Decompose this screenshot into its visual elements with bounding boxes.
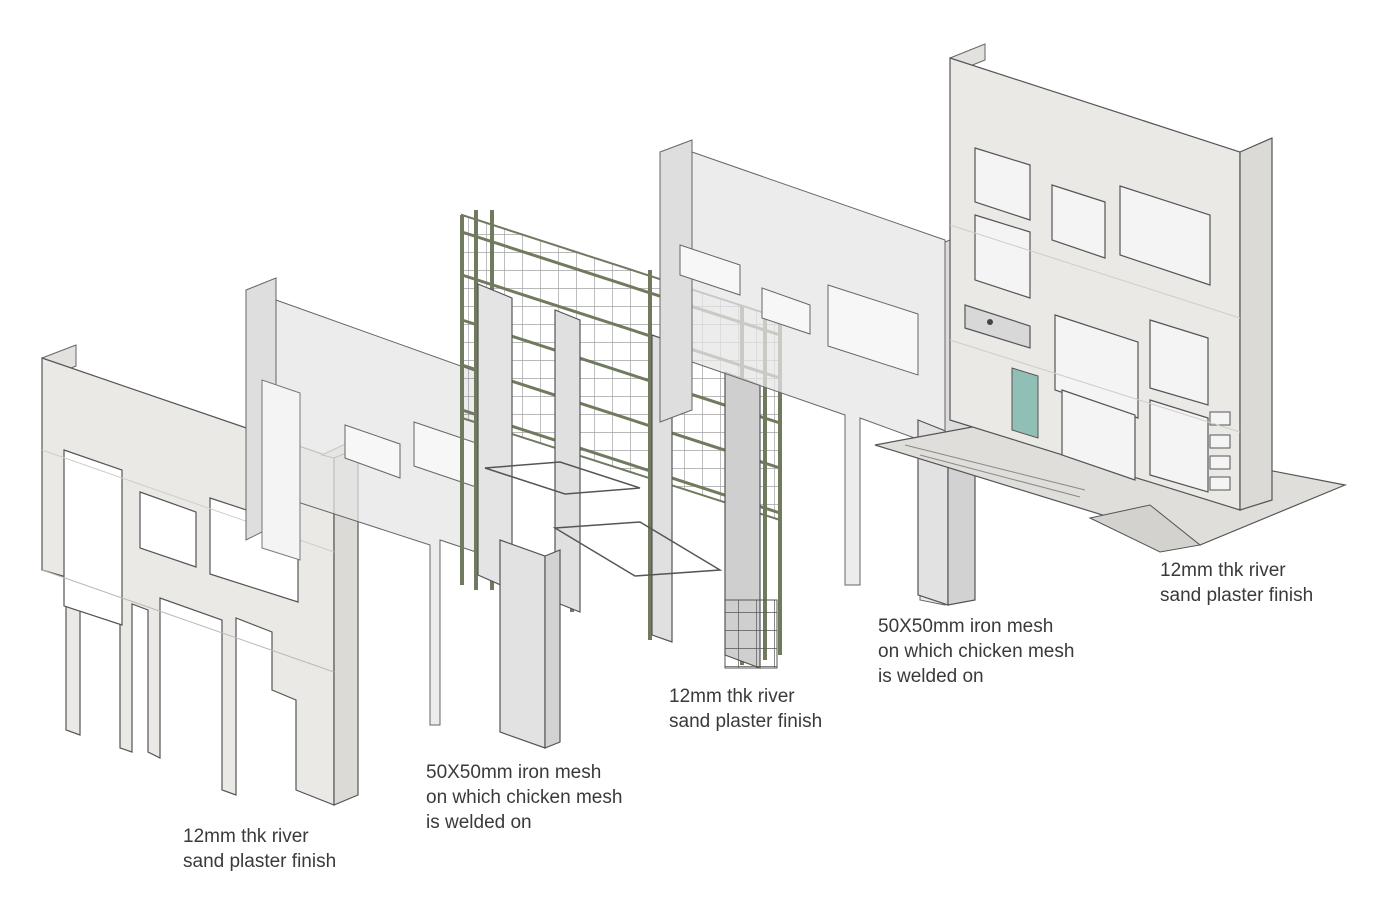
label-layer-4-line-1: 50X50mm iron mesh: [878, 616, 1054, 637]
label-layer-4-line-3: is welded on: [878, 666, 984, 687]
label-layer-5-line-1: 12mm thk river: [1160, 560, 1286, 581]
label-layer-1: 12mm thk river sand plaster finish: [183, 824, 336, 874]
finished-facade-layer-5: [874, 43, 1348, 553]
label-layer-2-line-1: 50X50mm iron mesh: [426, 762, 602, 783]
label-layer-5: 12mm thk river sand plaster finish: [1160, 558, 1313, 608]
label-layer-5-line-2: sand plaster finish: [1160, 585, 1314, 606]
iron-mesh-layer-3: [460, 210, 782, 749]
translucent-wall-layer-2: [245, 277, 501, 726]
label-layer-2-line-2: on which chicken mesh: [426, 787, 623, 808]
label-layer-3-line-2: sand plaster finish: [669, 711, 823, 732]
label-layer-2: 50X50mm iron mesh on which chicken mesh …: [426, 760, 622, 835]
label-layer-1-line-1: 12mm thk river: [183, 826, 309, 847]
label-layer-2-line-3: is welded on: [426, 812, 532, 833]
label-layer-1-line-2: sand plaster finish: [183, 851, 337, 872]
label-layer-4-line-2: on which chicken mesh: [878, 641, 1075, 662]
label-layer-3: 12mm thk river sand plaster finish: [669, 684, 822, 734]
label-layer-4: 50X50mm iron mesh on which chicken mesh …: [878, 614, 1074, 689]
label-layer-3-line-1: 12mm thk river: [669, 686, 795, 707]
